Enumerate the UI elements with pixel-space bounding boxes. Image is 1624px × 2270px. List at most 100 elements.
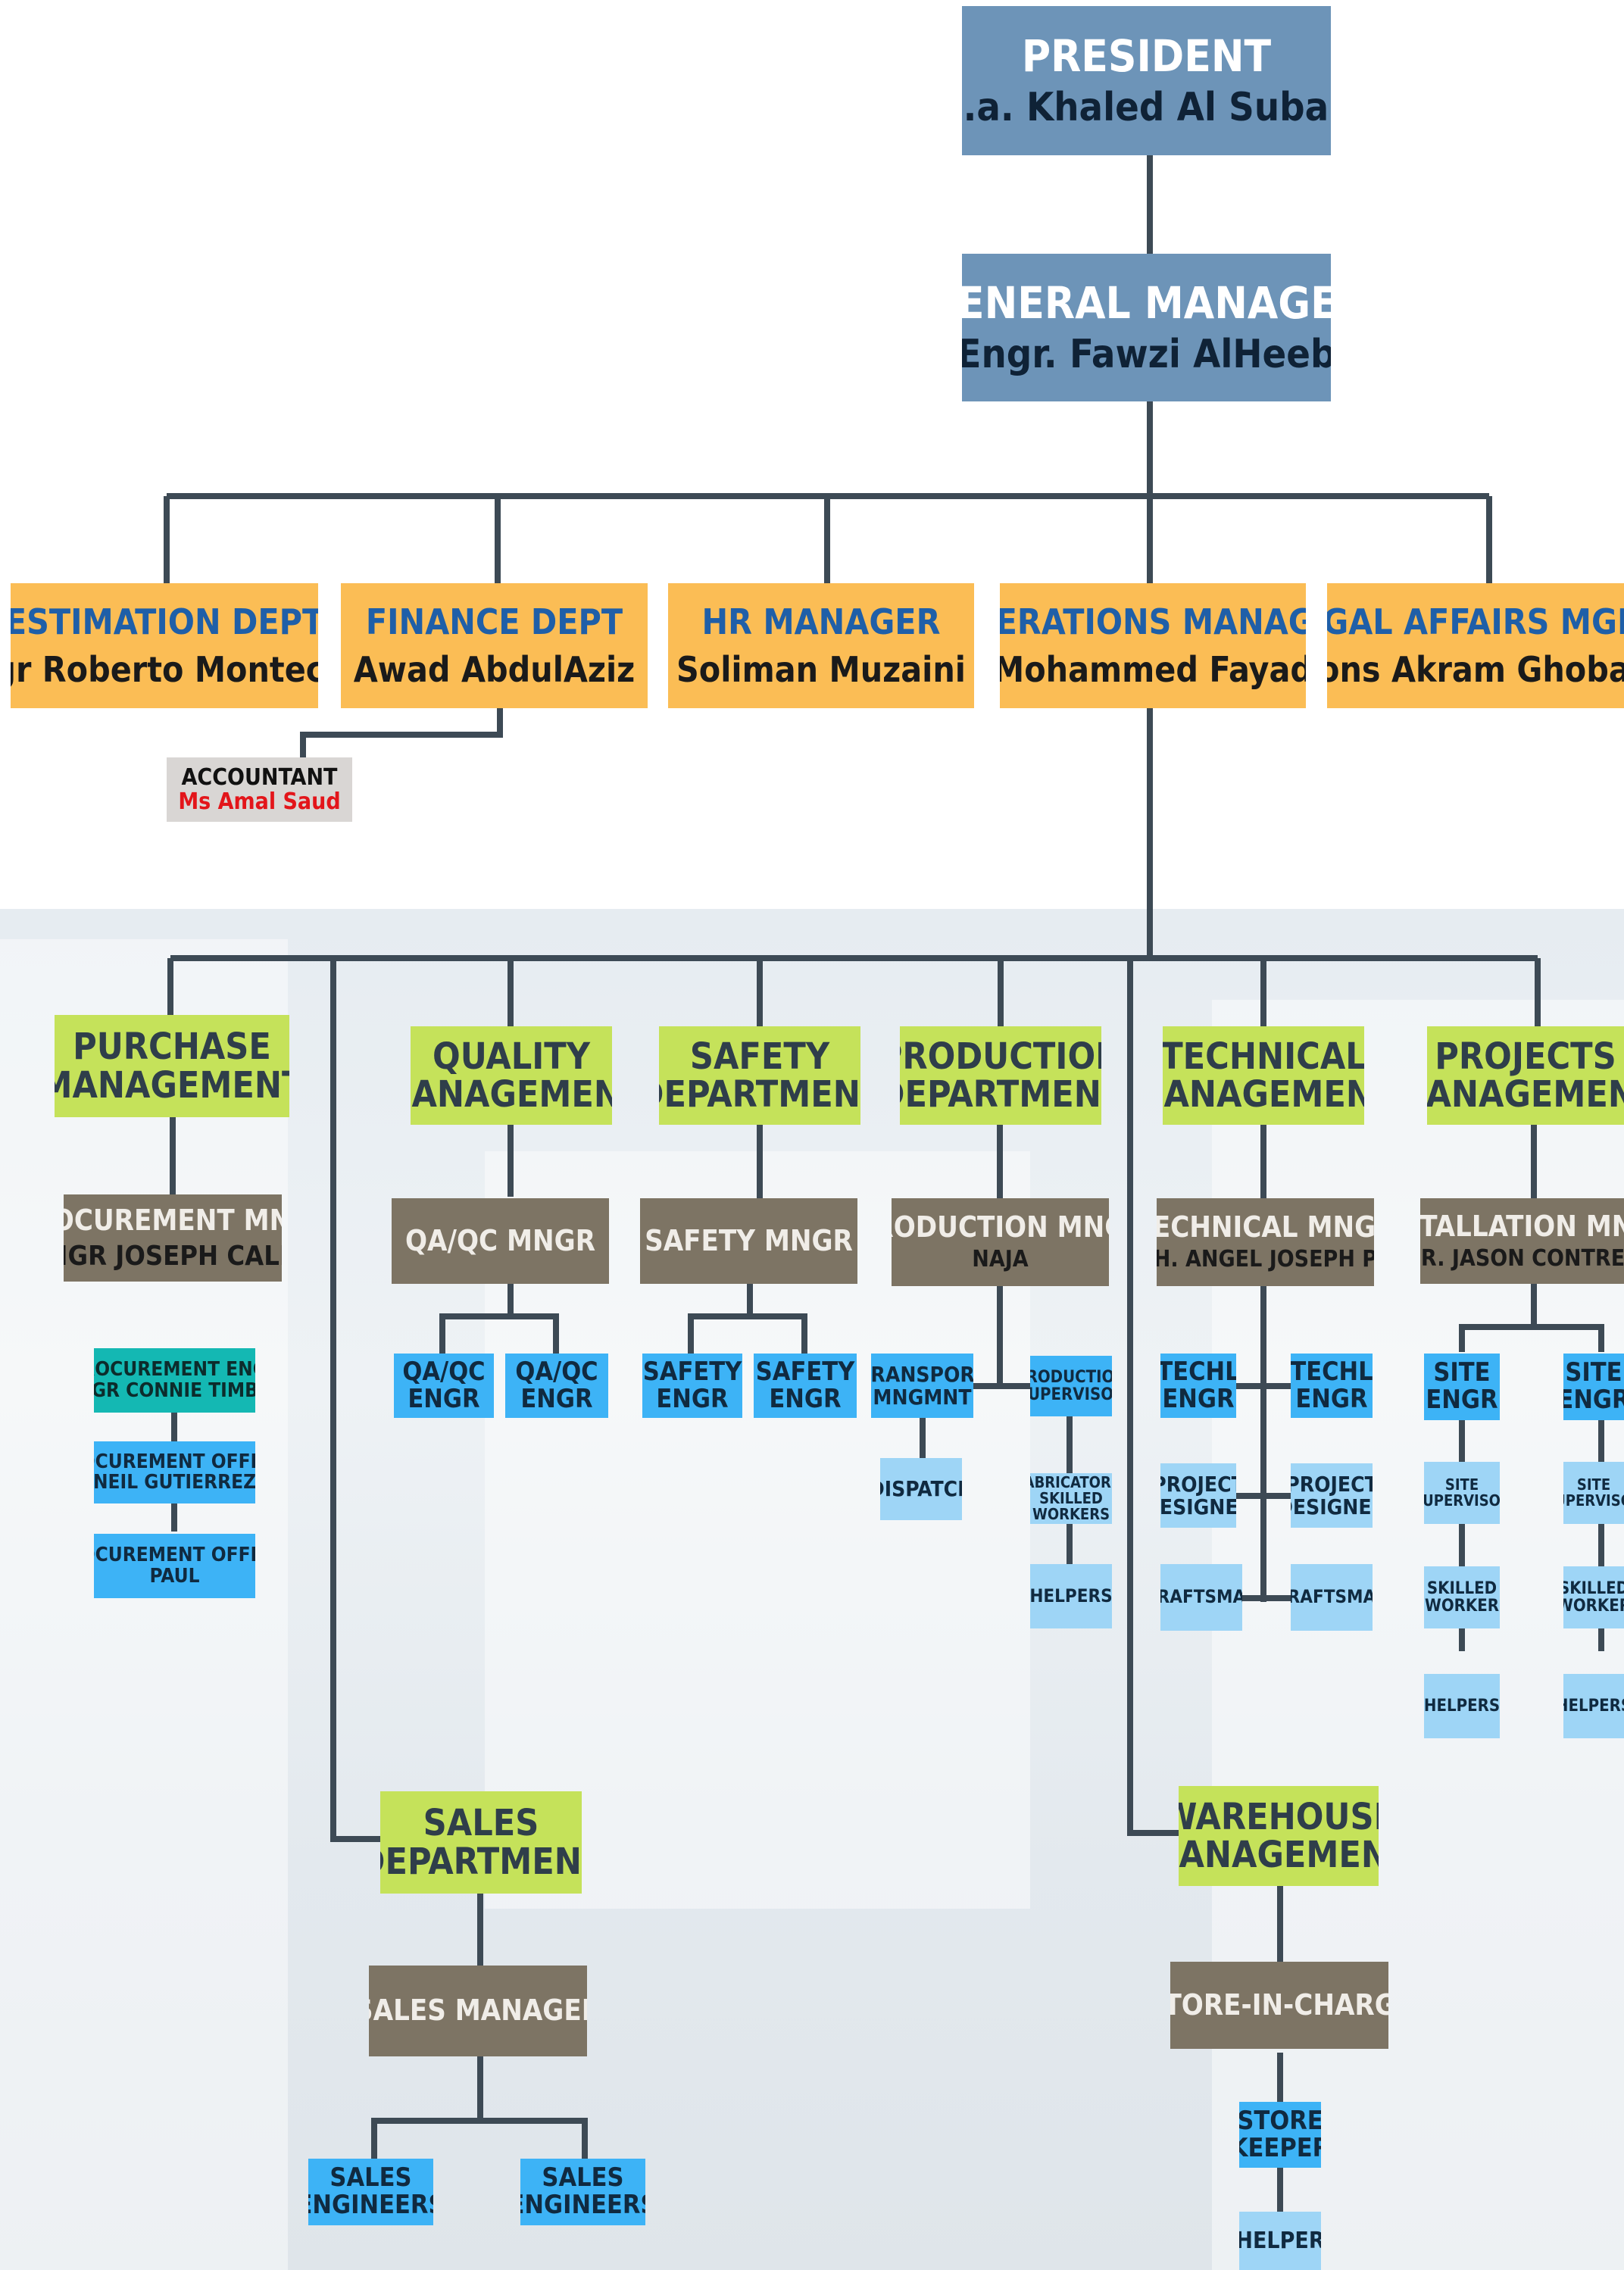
technical-engineer-box: TECHL ENGR — [1160, 1354, 1236, 1418]
estimation-dept-name: Engr Roberto Montecino — [11, 648, 318, 690]
technical-manager-title: TECHNICAL MNGR — [1157, 1210, 1374, 1244]
procurement-engineer-box: PROCUREMENT ENGR ENGR CONNIE TIMBOL — [94, 1348, 255, 1413]
background-panel — [0, 939, 288, 2270]
site-supervisor-line2: SUPERVISOR — [1563, 1491, 1624, 1510]
procurement-engineer-title: PROCUREMENT ENGR — [94, 1358, 255, 1382]
site-engineer-line2: ENGR — [1563, 1385, 1624, 1415]
store-in-charge-box: STORE-IN-CHARGE — [1170, 1962, 1388, 2049]
purchase-management-line1: PURCHASE — [73, 1026, 271, 1069]
warehouse-management-line1: WAREHOUSE — [1179, 1795, 1379, 1838]
procurement-engineer-name: ENGR CONNIE TIMBOL — [94, 1379, 255, 1402]
site-engineer-box: SITE ENGR — [1424, 1354, 1500, 1420]
estimation-dept-box: ESTIMATION DEPT Engr Roberto Montecino — [11, 583, 318, 708]
skilled-worker-box: SKILLED WORKER — [1563, 1566, 1624, 1628]
skilled-worker-box: SKILLED WORKER — [1424, 1566, 1500, 1628]
skilled-worker-line1: SKILLED — [1563, 1578, 1624, 1598]
projects-helpers-label: HELPERS — [1424, 1696, 1500, 1716]
qaqc-engineer-box: QA/QC ENGR — [394, 1354, 494, 1418]
safety-department-line1: SAFETY — [689, 1035, 830, 1078]
procurement-manager-name: ENGR JOSEPH CALLO — [64, 1240, 282, 1272]
draftsman-label: DRAFTSMAN — [1160, 1586, 1242, 1608]
safety-engineer-line1: SAFETY — [755, 1356, 855, 1387]
installation-manager-name: ENGR. JASON CONTRERAS — [1420, 1244, 1624, 1272]
qaqc-engineer-line2: ENGR — [408, 1383, 480, 1414]
operations-manager-name: Mohammed Fayad — [1000, 648, 1306, 690]
production-supervisor-line2: SUPERVISOR — [1030, 1385, 1112, 1404]
qaqc-engineer-box: QA/QC ENGR — [505, 1354, 608, 1418]
transport-management-line2: MNGMNT — [873, 1384, 972, 1410]
technical-manager-box: TECHNICAL MNGR ARCH. ANGEL JOSEPH PANA — [1157, 1198, 1374, 1286]
production-helpers-box: HELPERS — [1030, 1564, 1112, 1628]
procurement-officer-box: PROCUREMENT OFFICER PAUL — [94, 1534, 255, 1598]
procurement-officer-title: PROCUREMENT OFFICER — [94, 1450, 255, 1473]
procurement-manager-box: PROCUREMENT MNGR ENGR JOSEPH CALLO — [64, 1194, 282, 1282]
sales-department-line1: SALES — [423, 1802, 539, 1845]
technical-management-line1: TECHNICAL — [1163, 1035, 1364, 1078]
technical-engineer-box: TECHL ENGR — [1291, 1354, 1373, 1418]
hr-manager-box: HR MANAGER Soliman Muzaini — [668, 583, 974, 708]
safety-manager-title: SAFETY MNGR — [645, 1223, 853, 1257]
estimation-dept-title: ESTIMATION DEPT — [11, 601, 318, 643]
president-box: PRESIDENT M.a. Khaled Al Subaie — [962, 6, 1331, 155]
safety-manager-box: SAFETY MNGR — [640, 1198, 857, 1284]
projects-helpers-box: HELPERS — [1563, 1674, 1624, 1738]
warehouse-helper-box: HELPER — [1239, 2212, 1321, 2270]
fabricators-line3: WORKERS — [1032, 1505, 1110, 1523]
qaqc-manager-title: QA/QC MNGR — [404, 1223, 596, 1257]
production-supervisor-line1: PRODUCTION — [1030, 1367, 1112, 1387]
project-designer-line1: PROJECT — [1160, 1472, 1236, 1497]
projects-helpers-label: HELPERS — [1563, 1696, 1624, 1716]
site-supervisor-box: SITE SUPERVISOR — [1424, 1462, 1500, 1524]
store-keeper-box: STORE KEEPER — [1239, 2102, 1321, 2168]
production-manager-name: NAJA — [972, 1246, 1029, 1273]
site-supervisor-box: SITE SUPERVISOR — [1563, 1462, 1624, 1524]
warehouse-helper-label: HELPER — [1239, 2227, 1321, 2254]
store-keeper-line1: STORE — [1239, 2105, 1321, 2136]
quality-management-line2: MANAGEMENT — [411, 1073, 612, 1116]
draftsman-label: DRAFTSMAN — [1291, 1586, 1373, 1608]
production-department-line1: PRODUCTION — [900, 1035, 1101, 1078]
production-department-line2: DEPARTMENT — [900, 1073, 1101, 1116]
safety-department-box: SAFETY DEPARTMENT — [659, 1026, 860, 1125]
legal-affairs-box: LEGAL AFFAIRS MGMT Cons Akram Ghobari — [1327, 583, 1624, 708]
hr-manager-title: HR MANAGER — [701, 601, 941, 643]
finance-dept-name: Awad AbdulAziz — [353, 648, 636, 690]
legal-affairs-title: LEGAL AFFAIRS MGMT — [1327, 601, 1624, 643]
projects-management-line2: MANAGEMENT — [1427, 1073, 1624, 1116]
technical-manager-name: ARCH. ANGEL JOSEPH PANA — [1157, 1246, 1374, 1273]
production-supervisor-box: PRODUCTION SUPERVISOR — [1030, 1356, 1112, 1416]
sales-manager-box: SALES MANAGER — [369, 1966, 587, 2056]
fabricators-box: FABRICATORS/ SKILLED WORKERS — [1030, 1473, 1112, 1524]
procurement-officer-name: NEIL GUTIERREZ — [94, 1471, 255, 1494]
sales-department-box: SALES DEPARTMENT — [380, 1791, 582, 1894]
purchase-management-line2: MANAGEMENT — [55, 1063, 289, 1107]
procurement-officer-title: PROCUREMENT OFFICER — [94, 1544, 255, 1567]
sales-engineers-line2: ENGINEERS — [308, 2190, 433, 2220]
warehouse-management-box: WAREHOUSE MANAGEMENT — [1179, 1786, 1379, 1886]
projects-helpers-box: HELPERS — [1424, 1674, 1500, 1738]
sales-engineers-line2: ENGINEERS — [520, 2190, 645, 2220]
sales-department-line2: DEPARTMENT — [380, 1840, 582, 1883]
accountant-box: ACCOUNTANT Ms Amal Saud — [167, 757, 352, 822]
safety-engineer-line2: ENGR — [769, 1383, 842, 1414]
store-keeper-line2: KEEPER — [1239, 2132, 1321, 2163]
sales-engineers-box: SALES ENGINEERS — [308, 2159, 433, 2225]
qaqc-engineer-line1: QA/QC — [515, 1356, 598, 1387]
project-designer-box: PROJECT DESIGNER — [1291, 1463, 1373, 1528]
fabricators-line2: SKILLED — [1039, 1489, 1103, 1507]
production-helpers-label: HELPERS — [1030, 1585, 1112, 1606]
projects-management-box: PROJECTS MANAGEMENT — [1427, 1026, 1624, 1125]
technical-management-box: TECHNICAL MANAGEMENT — [1163, 1026, 1364, 1125]
transport-management-box: TRANSPORT MNGMNT — [871, 1354, 973, 1418]
quality-management-box: QUALITY MANAGEMENT — [411, 1026, 612, 1125]
president-name: M.a. Khaled Al Subaie — [962, 84, 1331, 130]
sales-manager-title: SALES MANAGER — [369, 1994, 587, 2028]
procurement-officer-name: PAUL — [149, 1564, 200, 1588]
safety-department-line2: DEPARTMENT — [659, 1073, 860, 1116]
procurement-officer-box: PROCUREMENT OFFICER NEIL GUTIERREZ — [94, 1441, 255, 1503]
project-designer-line2: DESIGNER — [1291, 1494, 1373, 1519]
technical-engineer-line1: TECHL — [1291, 1356, 1373, 1387]
site-engineer-line1: SITE — [1565, 1357, 1622, 1388]
technical-management-line2: MANAGEMENT — [1163, 1073, 1364, 1116]
